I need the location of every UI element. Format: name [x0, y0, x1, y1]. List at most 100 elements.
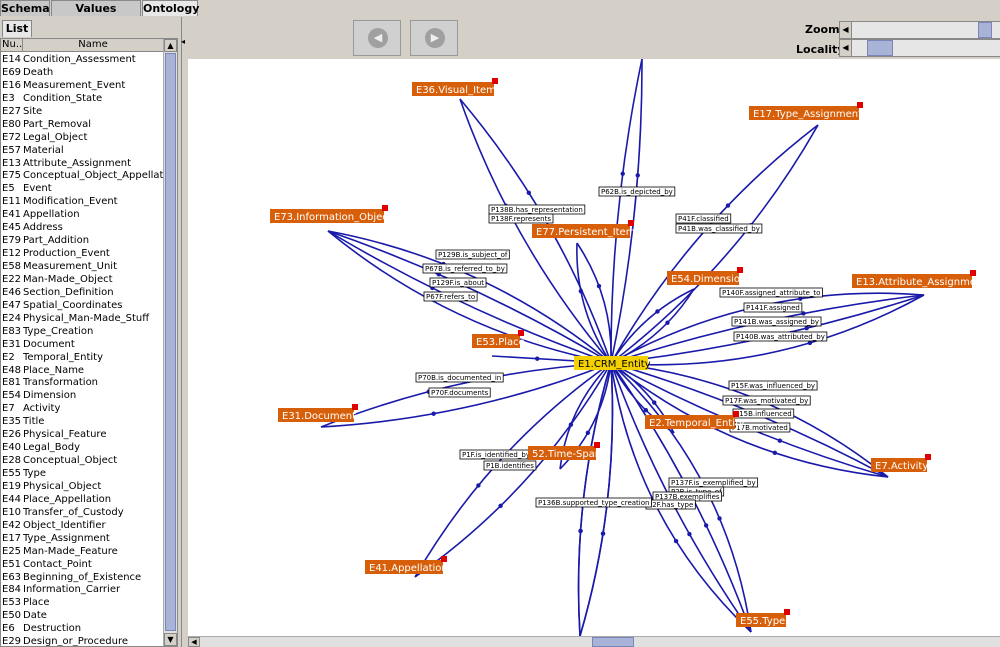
column-header-number[interactable]: Nu...: [2, 39, 23, 52]
back-button[interactable]: ◀: [353, 20, 401, 56]
class-node[interactable]: E41.Appellation: [365, 556, 448, 574]
relation-edge[interactable]: [327, 230, 612, 364]
scroll-left-arrow-icon[interactable]: ◀: [188, 637, 200, 647]
locality-slider-knob[interactable]: [867, 40, 893, 56]
slider-left-arrow-icon[interactable]: ◀: [840, 40, 852, 56]
class-node[interactable]: E77.Persistent_Item: [532, 220, 635, 238]
relation-edge[interactable]: [610, 59, 643, 364]
tab-schema[interactable]: Schema: [0, 0, 50, 16]
expand-badge-icon[interactable]: [441, 556, 447, 562]
edge-label[interactable]: P67F.refers_to: [423, 291, 478, 302]
scroll-thumb[interactable]: [592, 637, 634, 647]
relation-edge[interactable]: [610, 294, 925, 366]
expand-badge-icon[interactable]: [518, 330, 524, 336]
tab-ontology[interactable]: Ontology: [142, 0, 200, 16]
zoom-slider-knob[interactable]: [978, 22, 992, 38]
relation-edge[interactable]: [610, 124, 819, 364]
class-node[interactable]: E17.Type_Assignment: [749, 102, 863, 120]
scroll-thumb[interactable]: [165, 53, 176, 631]
edge-label[interactable]: P67B.is_referred_to_by: [422, 263, 508, 274]
relation-edge[interactable]: [327, 230, 612, 364]
edge-label[interactable]: P1F.is_identified_by: [459, 449, 533, 460]
relation-edge[interactable]: [576, 242, 612, 364]
center-node[interactable]: E1.CRM_Entity: [574, 356, 651, 370]
relation-edge[interactable]: [414, 362, 612, 578]
class-node[interactable]: E31.Document: [278, 404, 358, 422]
relation-edge[interactable]: [610, 362, 889, 478]
expand-badge-icon[interactable]: [492, 78, 498, 84]
edge-label[interactable]: P141F.assigned: [743, 302, 803, 313]
edge-label[interactable]: P138F.represents: [488, 213, 554, 224]
edge-label[interactable]: P141B.was_assigned_by: [731, 316, 822, 327]
class-node[interactable]: E73.Information_Object: [270, 205, 392, 223]
expand-badge-icon[interactable]: [352, 404, 358, 410]
edge-label[interactable]: P62B.is_depicted_by: [598, 186, 676, 197]
scroll-up-arrow-icon[interactable]: ▲: [164, 39, 177, 52]
relation-edge[interactable]: [610, 362, 752, 633]
edge-label[interactable]: P129F.is_about: [429, 277, 487, 288]
class-node[interactable]: E55.Type: [736, 609, 790, 627]
forward-button[interactable]: ▶: [410, 20, 458, 56]
edge-label[interactable]: P138B.has_representation: [488, 204, 586, 215]
class-node[interactable]: E13.Attribute_Assignment: [852, 270, 986, 288]
relation-edge[interactable]: [459, 98, 612, 364]
relation-edge[interactable]: [576, 242, 612, 364]
expand-badge-icon[interactable]: [594, 442, 600, 448]
slider-left-arrow-icon[interactable]: ◀: [840, 22, 852, 38]
edge-label[interactable]: P137F.is_exemplified_by: [668, 477, 759, 488]
edge-label[interactable]: P136B.supported_type_creation: [535, 497, 652, 508]
expand-badge-icon[interactable]: [382, 205, 388, 211]
edge-label[interactable]: P129B.is_subject_of: [435, 249, 510, 260]
column-header-name[interactable]: Name: [78, 39, 108, 50]
relation-edge[interactable]: [320, 362, 612, 428]
graph-horizontal-scrollbar[interactable]: ◀: [188, 636, 1000, 647]
class-node[interactable]: E2.Temporal_Entity: [645, 411, 745, 429]
expand-badge-icon[interactable]: [857, 102, 863, 108]
expand-badge-icon[interactable]: [925, 454, 931, 460]
expand-badge-icon[interactable]: [628, 220, 634, 226]
class-node[interactable]: 52.Time-Span: [528, 442, 601, 460]
expand-badge-icon[interactable]: [733, 411, 739, 417]
relation-edge[interactable]: [610, 124, 819, 364]
collapse-panel-icon[interactable]: ◂: [181, 37, 186, 46]
expand-badge-icon[interactable]: [737, 267, 743, 273]
edge-label[interactable]: P41F.classified: [675, 213, 732, 224]
